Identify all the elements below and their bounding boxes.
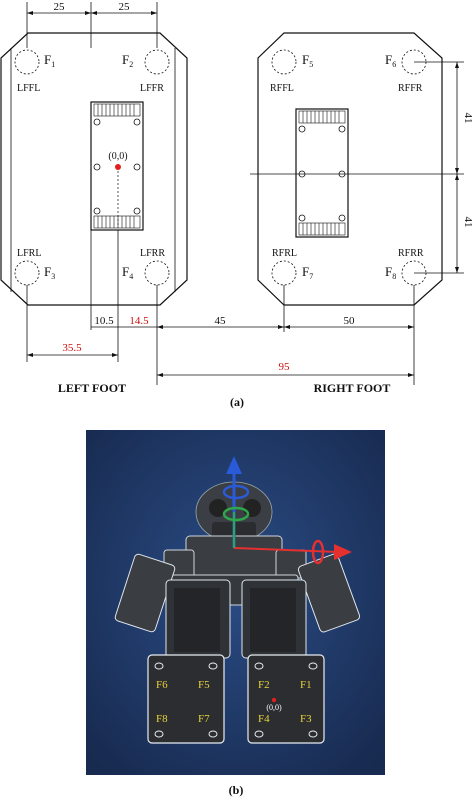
sensor-f3-label: F3 [44, 264, 55, 281]
dim-41-top: 41 [462, 113, 474, 124]
robot-arms [114, 553, 361, 633]
sensor-b-f4: F4 [258, 713, 270, 725]
dim-top-right: 25 [119, 1, 131, 13]
origin-dot-b [271, 697, 277, 703]
sensor-b-f5: F5 [198, 679, 210, 691]
sensor-f8-label: F8 [385, 264, 396, 281]
origin-dot [115, 164, 121, 170]
sensor-f4-label: F4 [122, 264, 133, 281]
right-foot-title: RIGHT FOOT [314, 381, 391, 395]
vertical-dimension: 41 41 [250, 61, 474, 274]
sensor-b-f8: F8 [156, 713, 168, 725]
bottom-dimensions: 10.5 14.5 45 50 35.5 95 [26, 230, 415, 385]
sensor-b-f1: F1 [300, 679, 312, 691]
dim-45: 45 [215, 315, 227, 327]
dim-top-left: 25 [54, 1, 66, 13]
x-axis-arrow-icon [334, 544, 352, 560]
sensor-f6-label: F6 [385, 52, 396, 69]
dim-50: 50 [344, 315, 356, 327]
corner-rffl: RFFL [270, 83, 294, 94]
left-foot: (0,0) F1 F2 F3 F4 LFFL LFFR LFRL LFRR [0, 32, 188, 306]
dim-95: 95 [279, 361, 291, 373]
corner-lffl: LFFL [17, 83, 40, 94]
robot-feet: F6 F5 F8 F7 F2 F1 F4 F3 (0,0) [147, 654, 325, 744]
right-foot: F5 F6 F7 F8 RFFL RFFR RFRL RFRR [257, 32, 443, 306]
robot-render: F6 F5 F8 F7 F2 F1 F4 F3 (0,0) [86, 430, 385, 775]
dim-14-5: 14.5 [129, 315, 149, 327]
corner-rfrl: RFRL [272, 248, 297, 259]
sensor-f1-label: F1 [44, 52, 55, 69]
z-axis-arrow-icon [226, 456, 242, 474]
caption-a: (a) [230, 395, 244, 409]
origin-label: (0,0) [108, 151, 127, 162]
left-foot-title: LEFT FOOT [58, 381, 126, 395]
corner-lffr: LFFR [140, 83, 164, 94]
coordinate-axes [222, 456, 352, 565]
dim-10-5: 10.5 [94, 315, 114, 327]
origin-label-b: (0,0) [266, 703, 282, 712]
robot-scene: F6 F5 F8 F7 F2 F1 F4 F3 (0,0) [86, 430, 385, 775]
corner-rfrr: RFRR [398, 248, 424, 259]
sensor-b-f6: F6 [156, 679, 168, 691]
dim-41-bottom: 41 [462, 217, 474, 228]
caption-b: (b) [229, 783, 244, 797]
dim-35-5: 35.5 [62, 342, 82, 354]
top-dimension: 25 25 [26, 1, 158, 48]
sensor-b-f3: F3 [300, 713, 312, 725]
corner-lfrl: LFRL [17, 248, 41, 259]
corner-rffr: RFFR [398, 83, 423, 94]
caption-b-container: (b) [229, 783, 244, 797]
sensor-b-f7: F7 [198, 713, 210, 725]
foot-diagram: 25 25 (0,0) F1 F2 F3 F4 LFFL [0, 1, 474, 409]
sensor-f2-label: F2 [122, 52, 133, 69]
sensor-f5-label: F5 [302, 52, 313, 69]
robot-legs [165, 579, 307, 659]
sensor-b-f2: F2 [258, 679, 270, 691]
corner-lfrr: LFRR [140, 248, 165, 259]
sensor-f7-label: F7 [302, 264, 313, 281]
